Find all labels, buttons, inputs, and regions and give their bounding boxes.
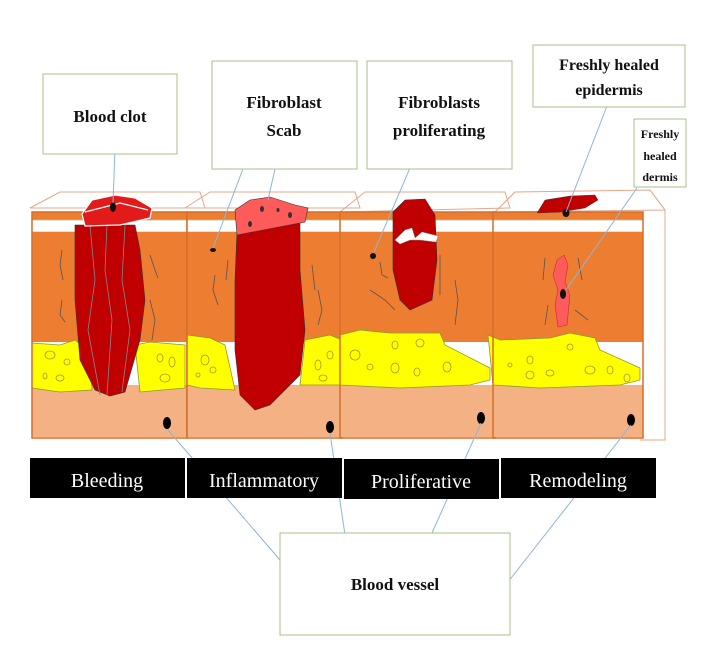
stage-proliferative	[344, 459, 499, 499]
label-freshly-healed-epidermis: Freshly healed epidermis	[532, 44, 686, 108]
svg-text:Scab: Scab	[267, 121, 302, 140]
stage-bleeding	[30, 458, 185, 498]
stage-label: Bleeding	[71, 470, 143, 492]
svg-text:healed: healed	[643, 149, 677, 163]
wound-inflammatory	[210, 196, 309, 411]
svg-text:Freshly healed: Freshly healed	[559, 57, 659, 74]
blood-vessel-dots	[163, 412, 635, 433]
dermal-fibers	[59, 249, 589, 341]
fat-cells	[42, 338, 631, 383]
skin-block-proliferative	[339, 211, 496, 439]
svg-text:proliferating: proliferating	[393, 121, 486, 140]
label-blood-vessel: Blood vessel	[279, 532, 511, 636]
svg-text:Blood vessel: Blood vessel	[351, 575, 440, 594]
stage-label: Remodeling	[529, 470, 627, 492]
label-freshly-healed-dermis: Freshly healed dermis	[633, 118, 687, 188]
stage-remodeling	[501, 458, 656, 498]
svg-text:Fibroblast: Fibroblast	[246, 93, 322, 112]
label-fibroblasts-proliferating: Fibroblasts proliferating	[366, 60, 513, 170]
stage-inflammatory	[187, 458, 342, 498]
wound-remodeling	[536, 194, 599, 328]
svg-text:epidermis: epidermis	[575, 82, 643, 99]
label-blood-clot: Blood clot	[42, 73, 178, 155]
wound-bleeding	[74, 194, 153, 397]
stage-label: Proliferative	[371, 471, 471, 493]
wound-proliferative	[370, 198, 439, 311]
svg-text:Fibroblasts: Fibroblasts	[398, 93, 480, 112]
svg-text:Freshly: Freshly	[641, 127, 679, 141]
label-fibroblast-scab: Fibroblast Scab	[211, 60, 358, 170]
stage-label: Inflammatory	[209, 470, 319, 492]
stage-bar: Bleeding Inflammatory Proliferative Remo…	[30, 458, 656, 499]
svg-text:dermis: dermis	[642, 170, 678, 184]
svg-text:Blood clot: Blood clot	[73, 107, 147, 126]
